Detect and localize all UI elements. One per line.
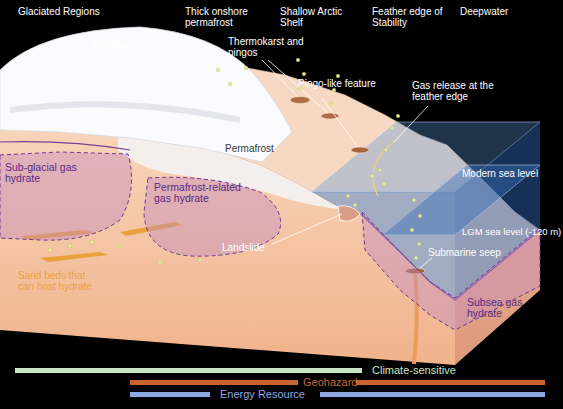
column-heading: Shallow Arctic Shelf bbox=[280, 6, 358, 28]
zone-outline bbox=[355, 205, 545, 340]
annotation: Landslide bbox=[222, 242, 282, 253]
leader-line bbox=[143, 50, 172, 62]
zone-label: Subsea gas hydrate bbox=[467, 297, 533, 319]
gas-bubble bbox=[370, 174, 374, 178]
gas-bubble bbox=[302, 72, 306, 76]
annotation: Modern sea level bbox=[462, 168, 562, 179]
pingo-like-feature bbox=[351, 147, 369, 153]
annotation: Thermokarst and pingos bbox=[228, 36, 308, 58]
gas-bubble bbox=[390, 126, 394, 130]
legend-label: Climate-sensitive bbox=[372, 364, 456, 376]
gas-bubble bbox=[346, 194, 350, 198]
ice-shading bbox=[10, 104, 240, 120]
gas-bubble bbox=[412, 198, 416, 202]
zone-label: Sub-glacial gas hydrate bbox=[5, 162, 95, 184]
gas-bubble bbox=[198, 258, 202, 262]
annotation: Gas release at the feather edge bbox=[412, 80, 502, 102]
gas-bubble bbox=[329, 102, 333, 106]
gas-bubble bbox=[296, 58, 300, 62]
gas-bubble bbox=[48, 248, 52, 252]
gas-bubble bbox=[410, 228, 414, 232]
gas-bubble bbox=[336, 74, 340, 78]
gas-release-arc bbox=[373, 140, 396, 196]
annotation: LGM sea level (-120 m) bbox=[462, 226, 563, 237]
gas-bubble bbox=[417, 242, 421, 246]
hydrate-zone: Sub-glacial gas hydrate bbox=[0, 150, 140, 245]
gas-bubble bbox=[90, 240, 94, 244]
range-bar bbox=[356, 380, 545, 385]
column-heading: Feather edge of Stability bbox=[372, 6, 456, 28]
leader-line bbox=[262, 60, 298, 97]
column-heading: Thick onshore permafrost bbox=[185, 6, 265, 28]
zone-label: Permafrost-related gas hydrate bbox=[154, 182, 259, 204]
zone-shape bbox=[0, 152, 132, 240]
gas-bubble bbox=[353, 203, 357, 207]
column-heading: Glaciated Regions bbox=[18, 6, 128, 17]
stability-boundary bbox=[0, 142, 540, 300]
annotation: Sand beds that can host hydrate bbox=[18, 270, 96, 292]
hydrate-zone: Subsea gas hydrate bbox=[355, 205, 545, 340]
gas-bubble bbox=[396, 114, 400, 118]
thermokarst bbox=[290, 97, 310, 104]
hydrate-zone: Permafrost-related gas hydrate bbox=[140, 172, 290, 260]
leader-line bbox=[394, 106, 428, 142]
gas-bubble bbox=[244, 66, 248, 70]
range-bar bbox=[15, 368, 362, 373]
legend-label: Energy Resource bbox=[220, 388, 305, 400]
gas-bubble bbox=[378, 168, 382, 172]
annotation: Permafrost bbox=[225, 143, 295, 154]
annotation: Submarine seep bbox=[428, 247, 513, 258]
leader-line bbox=[272, 214, 342, 244]
gas-bubble bbox=[384, 148, 388, 152]
range-bar bbox=[320, 392, 545, 397]
sand-bed bbox=[40, 252, 108, 262]
annotation: Ice Sheet bbox=[92, 40, 152, 51]
legend-label: Geohazard bbox=[303, 376, 357, 388]
gas-bubble bbox=[216, 68, 220, 72]
gas-bubble bbox=[68, 244, 72, 248]
leader-line bbox=[420, 258, 432, 268]
range-bar bbox=[130, 380, 298, 385]
gas-bubble bbox=[418, 214, 422, 218]
annotation: Pingo-like feature bbox=[298, 78, 393, 89]
leader-line bbox=[322, 98, 358, 147]
gas-bubble bbox=[118, 244, 122, 248]
gas-bubble bbox=[158, 260, 162, 264]
gas-bubble bbox=[382, 182, 386, 186]
gas-bubble bbox=[228, 82, 232, 86]
column-heading: Deepwater bbox=[460, 6, 540, 17]
range-bar bbox=[130, 392, 210, 397]
landslide-scar bbox=[338, 206, 360, 221]
gas-bubble bbox=[414, 256, 418, 260]
